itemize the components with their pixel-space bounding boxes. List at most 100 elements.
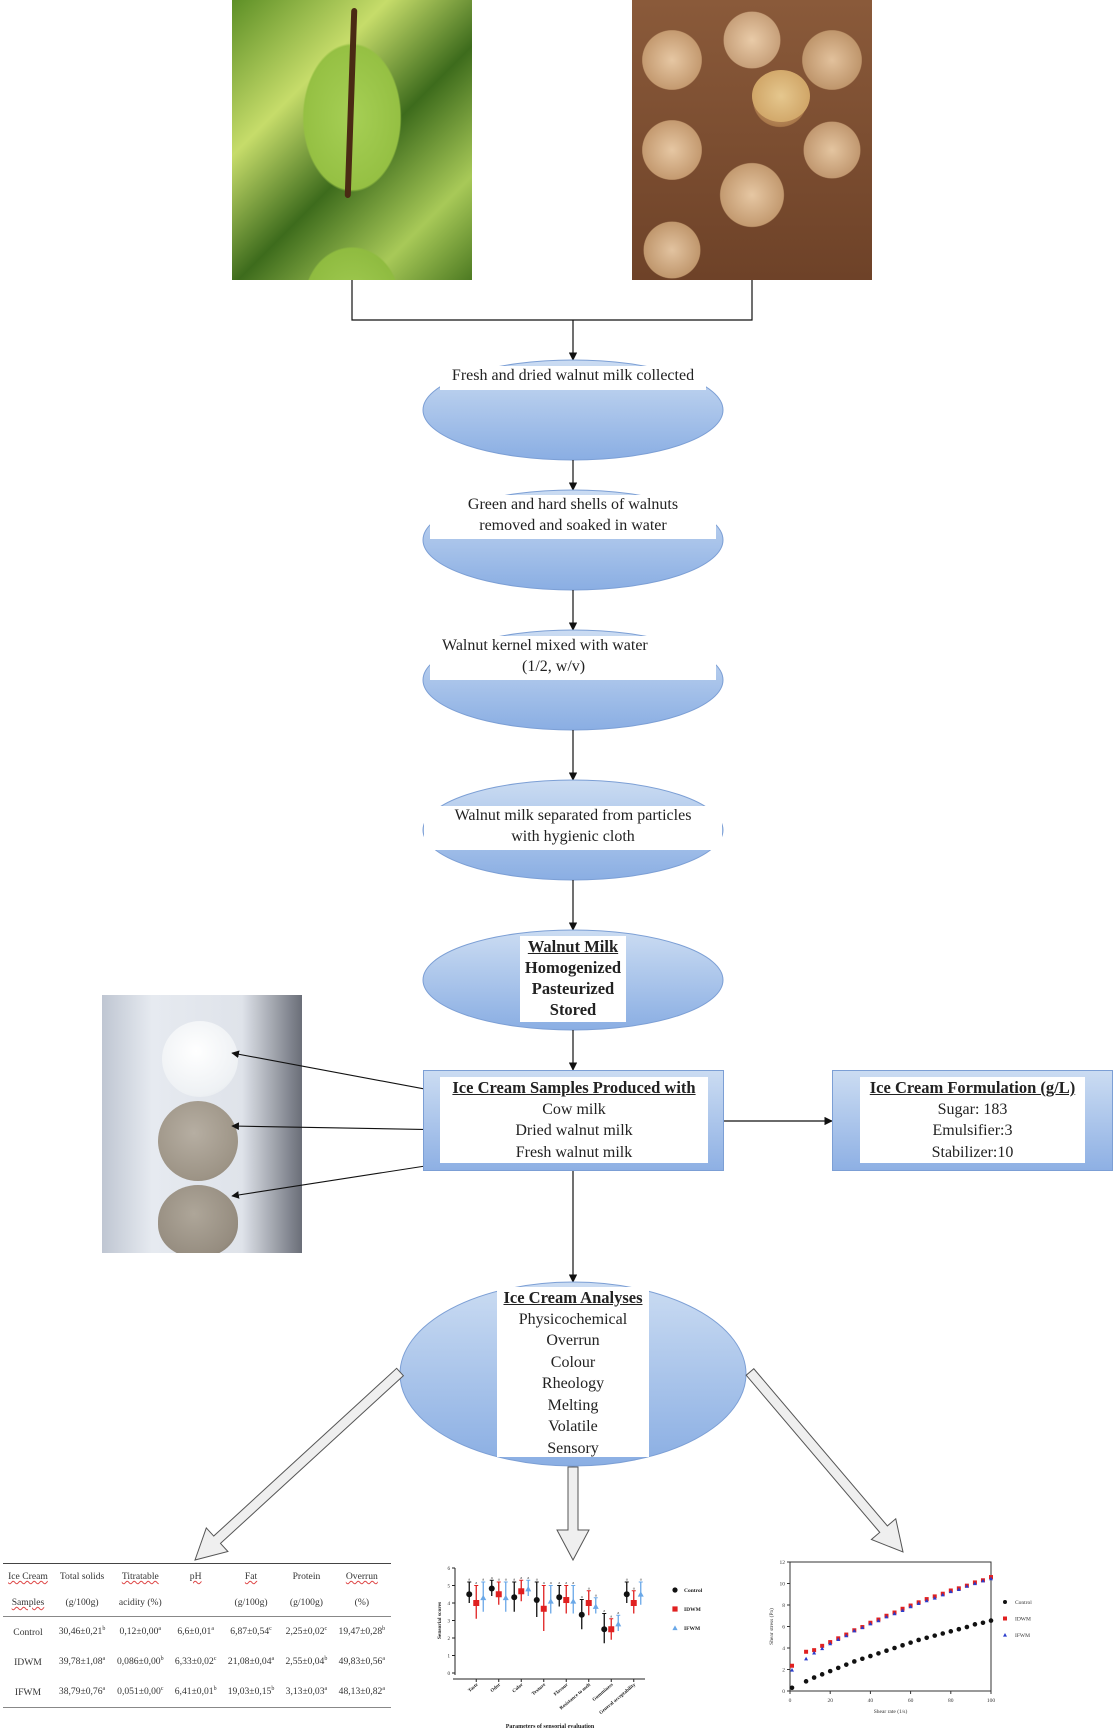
- analyses-label: Ice Cream Analyses Physicochemical Overr…: [497, 1287, 649, 1457]
- table-cell: 6,6±0,01a: [177, 1626, 215, 1638]
- col-header: Overrun: [332, 1563, 391, 1590]
- col-header: Total solids: [52, 1563, 112, 1590]
- step2-line1: Green and hard shells of walnuts: [467, 496, 679, 513]
- step1-label: Fresh and dried walnut milk collected: [440, 366, 706, 390]
- physicochemical-table: Ice Cream Total solids Titratable pH Fat…: [3, 1563, 391, 1708]
- significance-letter: b: [213, 1686, 217, 1693]
- significance-letter: b: [102, 1626, 106, 1633]
- analyses-item: Overrun: [546, 1332, 600, 1349]
- ice-cream-samples-photo: [102, 995, 302, 1253]
- significance-letter: c: [269, 1626, 272, 1633]
- analyses-item: Rheology: [541, 1375, 605, 1392]
- table-cell: 6,87±0,54c: [230, 1626, 272, 1638]
- significance-letter: a: [271, 1656, 275, 1663]
- table-cell: 2,25±0,02c: [285, 1626, 328, 1638]
- table-cell: 2,55±0,04b: [285, 1656, 328, 1668]
- step5-title: Walnut Milk: [527, 937, 619, 956]
- significance-letter: b: [271, 1686, 275, 1693]
- col-header-sub: (g/100g): [280, 1590, 333, 1617]
- step2-label: Green and hard shells of walnuts removed…: [430, 495, 716, 539]
- table-cell: 49,83±0,56a: [338, 1656, 385, 1668]
- samples-item-dried-walnut-milk: Dried walnut milk: [515, 1122, 633, 1139]
- col-header: Protein: [280, 1563, 333, 1590]
- sample-name: IFWM: [3, 1677, 53, 1708]
- formulation-label: Ice Cream Formulation (g/L) Sugar: 183 E…: [860, 1077, 1085, 1163]
- table-cell: 0,086±0,00b: [116, 1656, 164, 1668]
- table-cell: 3,13±0,03a: [280, 1677, 333, 1708]
- samples-label: Ice Cream Samples Produced with Cow milk…: [440, 1077, 708, 1163]
- col-header: Fat: [221, 1563, 281, 1590]
- significance-letter: a: [211, 1626, 215, 1633]
- dried-walnut-milk-sample: [158, 1101, 238, 1181]
- table-header-row: Samples (g/100g) acidity (%) (g/100g) (g…: [3, 1590, 391, 1617]
- analyses-item: Physicochemical: [518, 1310, 628, 1328]
- step5-item: Stored: [549, 1000, 597, 1019]
- col-header-sub: (g/100g): [221, 1590, 281, 1617]
- step5-item: Pasteurized: [531, 979, 615, 998]
- walnut-kernel: [752, 70, 810, 122]
- analyses-item: Melting: [547, 1396, 599, 1414]
- connector-green-walnut: [351, 280, 753, 321]
- col-header-sub: (g/100g): [52, 1590, 112, 1617]
- significance-letter: a: [382, 1686, 385, 1693]
- step5-item: Homogenized: [524, 958, 622, 977]
- col-header: pH: [169, 1563, 222, 1590]
- table-header-row: Ice Cream Total solids Titratable pH Fat…: [3, 1563, 391, 1590]
- table-cell: 48,13±0,82a: [332, 1677, 391, 1708]
- analyses-item: Sensory: [547, 1439, 599, 1457]
- dried-walnut-photo: [632, 0, 872, 280]
- step4-line1: Walnut milk separated from particles: [454, 807, 692, 824]
- sample-name: IDWM: [14, 1656, 42, 1668]
- green-walnut-photo: [232, 0, 472, 280]
- table-cell: 6,41±0,01b: [169, 1677, 222, 1708]
- table-cell: 21,08±0,04a: [227, 1656, 275, 1668]
- significance-letter: a: [324, 1686, 328, 1693]
- step3-line2: (1/2, w/v): [522, 657, 586, 675]
- formulation-emulsifier: Emulsifier:3: [932, 1122, 1013, 1139]
- block-arrow-to-rheology: [745, 1368, 904, 1553]
- block-arrow-to-table: [194, 1367, 405, 1561]
- significance-letter: c: [213, 1656, 217, 1663]
- table-cell: 30,46±0,21b: [58, 1626, 106, 1638]
- samples-item-cow-milk: Cow milk: [542, 1100, 606, 1118]
- col-header-sub: Samples: [3, 1590, 53, 1617]
- table-cell: 6,33±0,02c: [174, 1656, 217, 1668]
- step4-label: Walnut milk separated from particles wit…: [424, 806, 722, 850]
- fresh-walnut-milk-sample: [158, 1185, 238, 1253]
- step5-label: Walnut Milk Homogenized Pasteurized Stor…: [520, 936, 626, 1022]
- step3-line1: Walnut kernel mixed with water: [442, 637, 648, 654]
- table-cell: 39,78±1,08a: [58, 1656, 106, 1668]
- significance-letter: a: [382, 1656, 385, 1663]
- step4-line2: with hygienic cloth: [511, 827, 635, 845]
- table-cell: 19,47±0,28b: [338, 1626, 386, 1638]
- significance-letter: a: [158, 1626, 162, 1633]
- analyses-title: Ice Cream Analyses: [503, 1288, 643, 1307]
- significance-letter: b: [160, 1656, 164, 1663]
- col-header-sub: acidity (%): [111, 1590, 170, 1617]
- formulation-title: Ice Cream Formulation (g/L): [869, 1078, 1076, 1097]
- cow-milk-sample: [162, 1021, 238, 1097]
- significance-letter: c: [324, 1626, 328, 1633]
- step1-text: Fresh and dried walnut milk collected: [451, 367, 695, 384]
- step3-label: Walnut kernel mixed with water (1/2, w/v…: [430, 636, 716, 680]
- significance-letter: c: [160, 1686, 164, 1693]
- col-header-sub: [169, 1590, 222, 1617]
- analyses-item: Volatile: [548, 1418, 598, 1435]
- significance-letter: b: [382, 1626, 386, 1633]
- samples-item-fresh-walnut-milk: Fresh walnut milk: [515, 1143, 633, 1161]
- significance-letter: b: [324, 1656, 328, 1663]
- block-arrow-to-sensory: [556, 1466, 590, 1562]
- col-header-sub: (%): [332, 1590, 391, 1617]
- table-cell: 19,03±0,15b: [221, 1677, 281, 1708]
- formulation-sugar: Sugar: 183: [937, 1100, 1008, 1118]
- significance-letter: a: [102, 1686, 106, 1693]
- formulation-stabilizer: Stabilizer:10: [931, 1143, 1014, 1161]
- table-cell: 0,051±0,00c: [111, 1677, 170, 1708]
- samples-title: Ice Cream Samples Produced with: [452, 1078, 696, 1097]
- analyses-item: Colour: [550, 1353, 596, 1371]
- col-header: Ice Cream: [3, 1563, 53, 1590]
- sample-name: Control: [13, 1626, 43, 1638]
